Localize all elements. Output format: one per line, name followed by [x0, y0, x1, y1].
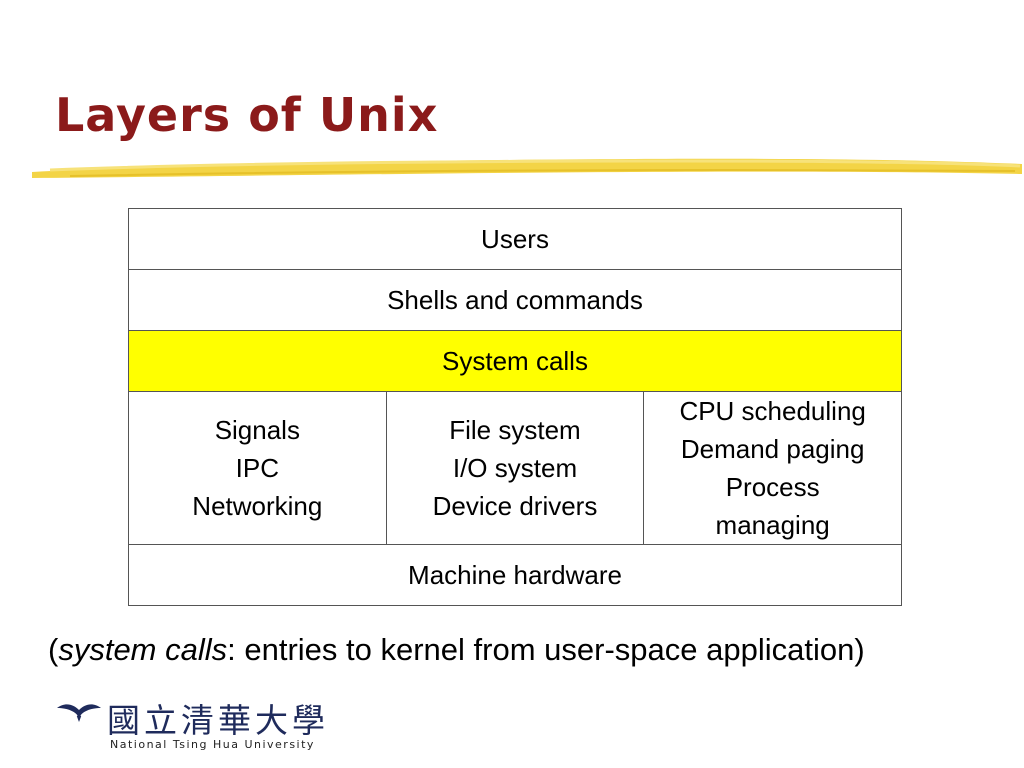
title-underline-stroke	[32, 158, 1022, 178]
kernel-item: CPU scheduling	[679, 396, 866, 426]
layer-row-users: Users	[128, 208, 902, 270]
university-emblem-icon	[57, 704, 101, 722]
slide-caption: (system calls: entries to kernel from us…	[48, 632, 865, 668]
kernel-item: IPC	[235, 453, 279, 483]
kernel-item: Networking	[192, 491, 323, 521]
layer-row-kernel: Signals IPC Networking File system I/O s…	[128, 391, 902, 545]
kernel-cell-signals: Signals IPC Networking	[128, 391, 387, 545]
kernel-cell-file-system: File system I/O system Device drivers	[385, 391, 645, 545]
caption-text: : entries to kernel from user-space appl…	[227, 632, 865, 667]
caption-term: system calls	[58, 632, 228, 667]
layer-system-calls: System calls	[128, 330, 902, 392]
kernel-item: managing	[715, 510, 830, 540]
kernel-item: Signals	[214, 415, 300, 445]
slide-title: Layers of Unix	[55, 88, 439, 142]
unix-layers-table: Users Shells and commands System calls S…	[128, 208, 902, 606]
logo-chinese-name: 國立清華大學	[107, 701, 329, 740]
layer-row-system-calls: System calls	[128, 330, 902, 392]
kernel-item: Device drivers	[432, 491, 598, 521]
layer-row-shells: Shells and commands	[128, 269, 902, 331]
layer-hardware: Machine hardware	[128, 544, 902, 606]
kernel-item: File system	[449, 415, 581, 445]
layer-users: Users	[128, 208, 902, 270]
logo-english-name: National Tsing Hua University	[110, 738, 315, 751]
layer-row-hardware: Machine hardware	[128, 544, 902, 606]
kernel-cell-cpu-scheduling: CPU scheduling Demand paging Process man…	[643, 391, 902, 545]
caption-open-paren: (	[48, 632, 59, 667]
layer-shells: Shells and commands	[128, 269, 902, 331]
kernel-item: Process	[725, 472, 820, 502]
kernel-item: I/O system	[452, 453, 578, 483]
kernel-item: Demand paging	[680, 434, 865, 464]
